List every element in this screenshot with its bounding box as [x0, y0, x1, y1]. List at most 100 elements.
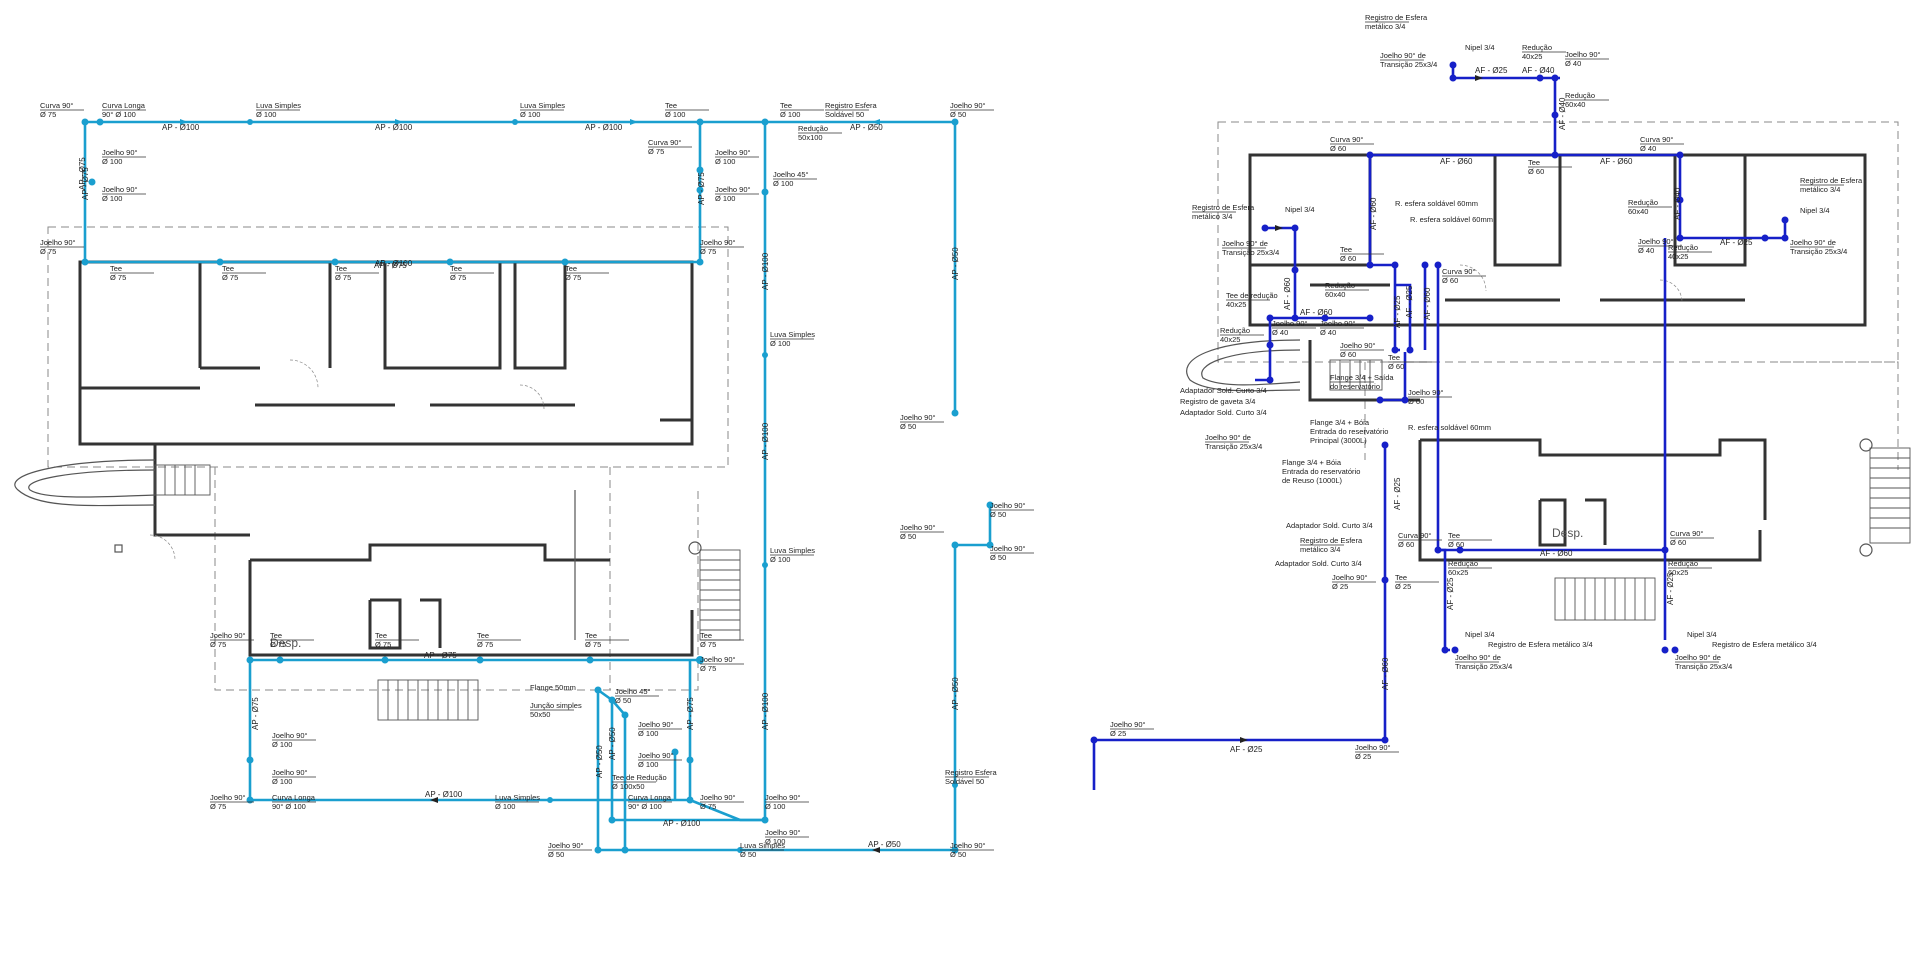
fitting-label-name: Joelho 90° [765, 828, 801, 837]
pipe-segment [1092, 445, 1387, 790]
pipe-size-label: AF - Ø60 [1540, 549, 1573, 558]
fitting-label-size: metálico 3/4 [1300, 545, 1340, 554]
fitting-label-size: Ø 75 [210, 802, 226, 811]
fitting-label-size: Ø 60 [1340, 254, 1356, 263]
fitting-label-name: Tee [477, 631, 489, 640]
door-swing [1659, 279, 1683, 303]
fitting-label-name: Joelho 90° de [1675, 653, 1721, 662]
fitting-label-size: Ø 50 [900, 422, 916, 431]
fitting-label-name: Joelho 90° de [1790, 238, 1836, 247]
pipe-size-label: AF - Ø25 [1393, 477, 1402, 510]
fitting-label-size: Ø 25 [1395, 582, 1411, 591]
fitting-label-size: metálico 3/4 [1192, 212, 1232, 221]
fitting-label-size: Ø 50 [990, 510, 1006, 519]
pipe-size-label: AP - Ø100 [425, 790, 463, 799]
fitting-label-name: Redução [1220, 326, 1250, 335]
wall [153, 444, 250, 537]
pipe-size-label: AP - Ø100 [663, 819, 701, 828]
fitting-label-name: Joelho 90° de [1380, 51, 1426, 60]
fitting-label-size: 40x25 [1668, 252, 1688, 261]
fitting-label-size: Ø 100 [765, 837, 785, 846]
fitting-label-size: 40x25 [1226, 300, 1246, 309]
fitting-label-name: Flange 50mm [530, 683, 576, 692]
fitting-label-name: Curva 90° [1442, 267, 1475, 276]
pipe-size-label: AF - Ø25 [1475, 66, 1508, 75]
left-pillar [114, 544, 123, 553]
fitting-label-size: Ø 100 [520, 110, 540, 119]
fitting-label-name: Curva Longa [628, 793, 672, 802]
fitting-label-name: Redução [1522, 43, 1552, 52]
fitting-label-size: Ø 75 [585, 640, 601, 649]
fitting-label-size: Ø 60 [1408, 397, 1424, 406]
right-flow-arrows [1240, 75, 1483, 743]
fitting-label-name: Registro de gaveta 3/4 [1180, 397, 1255, 406]
fitting-label-name: Tee de Redução [612, 773, 667, 782]
fitting-label-name: Nipel 3/4 [1285, 205, 1315, 214]
fitting-label-size: Transição 25x3/4 [1455, 662, 1512, 671]
fitting-label-size: 60x40 [1565, 100, 1585, 109]
fitting-label-name: Junção simples [530, 701, 582, 710]
pipe-segment [689, 798, 741, 822]
wall [1585, 498, 1607, 545]
fitting-label-name: Joelho 90° [102, 148, 138, 157]
fitting-label-name: Tee [1388, 353, 1400, 362]
fitting-label-size: Transição 25x3/4 [1222, 248, 1279, 257]
fitting-label-name: Luva Simples [770, 330, 815, 339]
fitting-label-name: Registro de Esfera [1800, 176, 1863, 185]
fitting-label-name: Joelho 90° [765, 793, 801, 802]
fitting-label-name: Tee [110, 264, 122, 273]
fitting-label-size: Ø 50 [950, 110, 966, 119]
pipe-size-label: AF - Ø60 [1600, 157, 1633, 166]
fitting-label-size: 90° Ø 100 [102, 110, 136, 119]
fitting-label-size: Ø 40 [1638, 246, 1654, 255]
fitting-label-size: Ø 75 [477, 640, 493, 649]
fitting-label-name: Adaptador Sold. Curto 3/4 [1180, 386, 1267, 395]
right-room-label: Desp. [1552, 526, 1583, 540]
fitting-label-name: Joelho 90° de [1205, 433, 1251, 442]
wall [1420, 438, 1767, 520]
fitting-label-size: Ø 60 [1330, 144, 1346, 153]
fitting-label-name: Joelho 90° [900, 523, 936, 532]
fitting-label-name: Joelho 90° [548, 841, 584, 850]
fitting-label-size: metálico 3/4 [1365, 22, 1405, 31]
fitting-label-size: Ø 100 [102, 194, 122, 203]
pipe-size-label: AP - Ø50 [595, 745, 604, 778]
fitting-label-name: Tee [375, 631, 387, 640]
fitting-label-size: Ø 75 [335, 273, 351, 282]
fitting-label-name: Tee [565, 264, 577, 273]
pipe-size-label: AF - Ø60 [1283, 277, 1292, 310]
pipe-size-label: AP - Ø100 [375, 123, 413, 132]
fitting-label-name: Registro Esfera [825, 101, 878, 110]
fitting-label-name: Redução [1668, 559, 1698, 568]
pipe-size-label: AF - Ø60 [1381, 657, 1390, 690]
fitting-label-size: 90° Ø 100 [272, 802, 306, 811]
fitting-label-name: Curva 90° [1670, 529, 1703, 538]
fitting-label-name: Registro de Esfera metálico 3/4 [1488, 640, 1593, 649]
fitting-label-name: Curva 90° [1398, 531, 1431, 540]
pipe-segment [1436, 265, 1667, 640]
left-roof-outline [47, 226, 729, 468]
fitting-label-size: Ø 75 [210, 640, 226, 649]
flange-note-line: Entrada do reservatório [1282, 467, 1360, 476]
fitting-label-name: Joelho 90° [900, 413, 936, 422]
pipe-size-label: AP - Ø50 [951, 247, 960, 280]
fitting-label-size: Ø 75 [450, 273, 466, 282]
fitting-label-name: Luva Simples [520, 101, 565, 110]
fitting-label-size: Ø 60 [1398, 540, 1414, 549]
left-walls [78, 260, 694, 657]
fitting-label-size: Ø 50 [990, 553, 1006, 562]
fitting-label-name: Registro de Esfera [1365, 13, 1428, 22]
fitting-label-size: Ø 75 [700, 802, 716, 811]
fitting-label-name: Redução [1448, 559, 1478, 568]
fitting-label-name: Joelho 90° [700, 793, 736, 802]
fitting-label-size: 90° Ø 100 [628, 802, 662, 811]
pipe-size-label: AP - Ø50 [951, 677, 960, 710]
fitting-label-name: Tee [585, 631, 597, 640]
fitting-label-name: Tee [222, 264, 234, 273]
fitting-label-name: Joelho 90° [1320, 319, 1356, 328]
wall [1493, 155, 1562, 267]
left-flow-arrows [180, 119, 880, 853]
pipe-size-label: AP - Ø75 [374, 261, 407, 270]
